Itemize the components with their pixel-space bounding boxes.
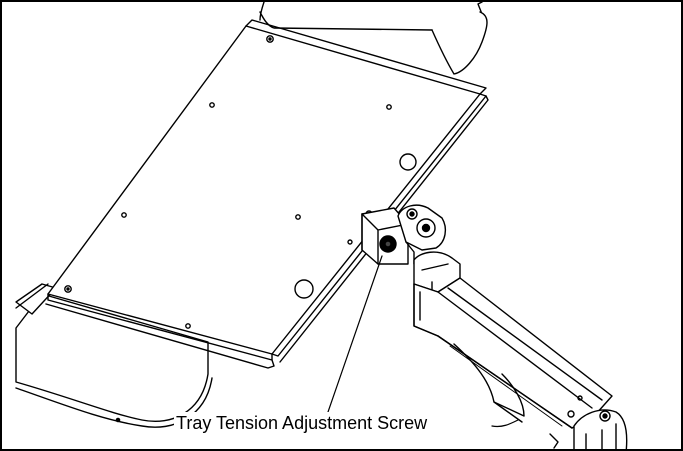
articulating-support-arm [413,277,613,429]
tray-mounting-holes [64,35,417,329]
arm-pivot-knuckle [397,204,447,251]
arm-lower-end-cap [573,409,628,449]
callout-leader-line [327,255,383,413]
callout-label: Tray Tension Adjustment Screw [174,412,430,434]
front-mouse-platform [15,293,209,422]
